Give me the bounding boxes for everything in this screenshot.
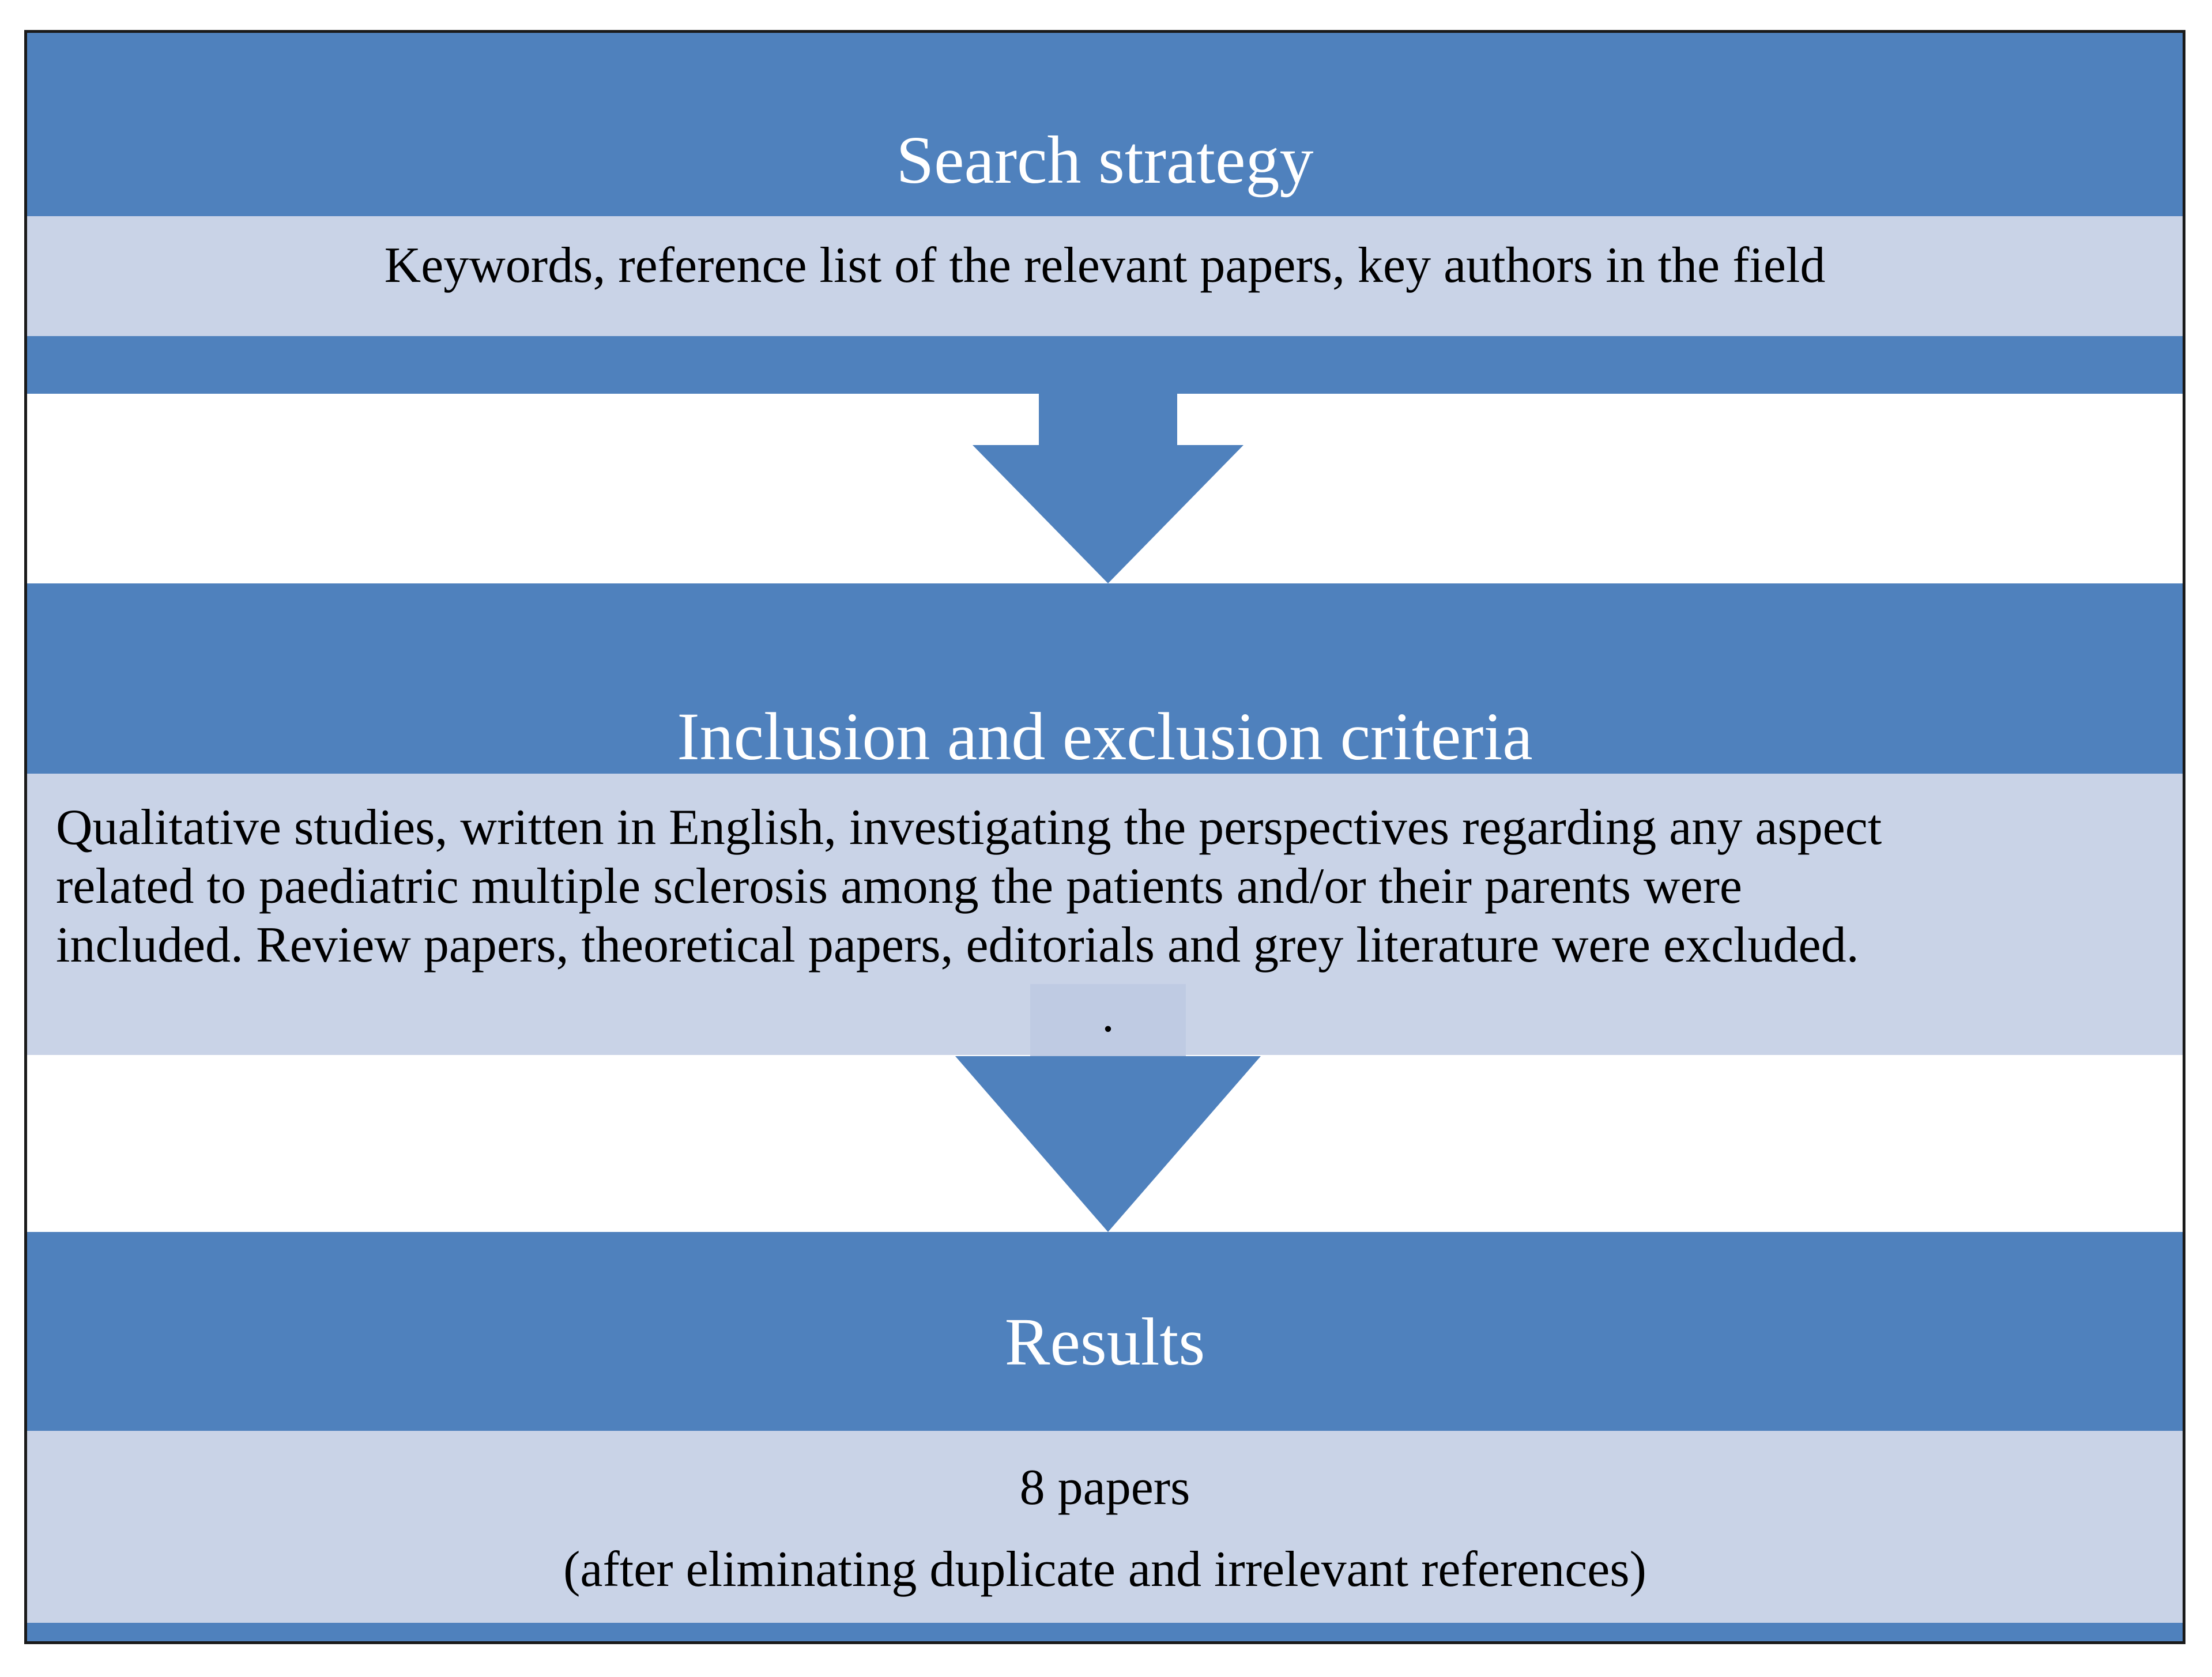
step-criteria-connector-tab	[1030, 984, 1186, 1056]
flow-diagram-frame: Search strategy Keywords, reference list…	[24, 30, 2185, 1644]
step-results-header	[27, 1232, 2183, 1431]
criteria-line: Qualitative studies, written in English,…	[56, 800, 1882, 856]
step-search-strategy-header	[27, 33, 2183, 216]
step-criteria-title: Inclusion and exclusion criteria	[677, 699, 1533, 774]
flow-arrows	[955, 390, 1261, 1232]
step-search-strategy-footer-band	[27, 336, 2183, 394]
step-results-text: 8 papers (after eliminating duplicate an…	[27, 1463, 2183, 1603]
step-results-bottom-band	[27, 1623, 2183, 1641]
results-line: (after eliminating duplicate and irrelev…	[563, 1542, 1646, 1597]
step-results-title: Results	[1004, 1304, 1205, 1380]
criteria-line: related to paediatric multiple sclerosis…	[56, 858, 1742, 914]
step-search-strategy-text: Keywords, reference list of the relevant…	[384, 238, 1826, 293]
step-criteria-text: Qualitative studies, written in English,…	[56, 802, 2166, 979]
step-search-strategy-title: Search strategy	[896, 122, 1314, 198]
step-criteria-trailing-mark: .	[1102, 987, 1114, 1043]
results-line: 8 papers	[1019, 1460, 1190, 1516]
criteria-line: included. Review papers, theoretical pap…	[56, 917, 1859, 973]
step-results-body	[27, 1431, 2183, 1635]
step-search-strategy-body	[27, 216, 2183, 336]
step-criteria-header	[27, 583, 2183, 774]
arrow-down-icon	[973, 390, 1243, 583]
arrow-down-icon	[955, 1056, 1261, 1232]
